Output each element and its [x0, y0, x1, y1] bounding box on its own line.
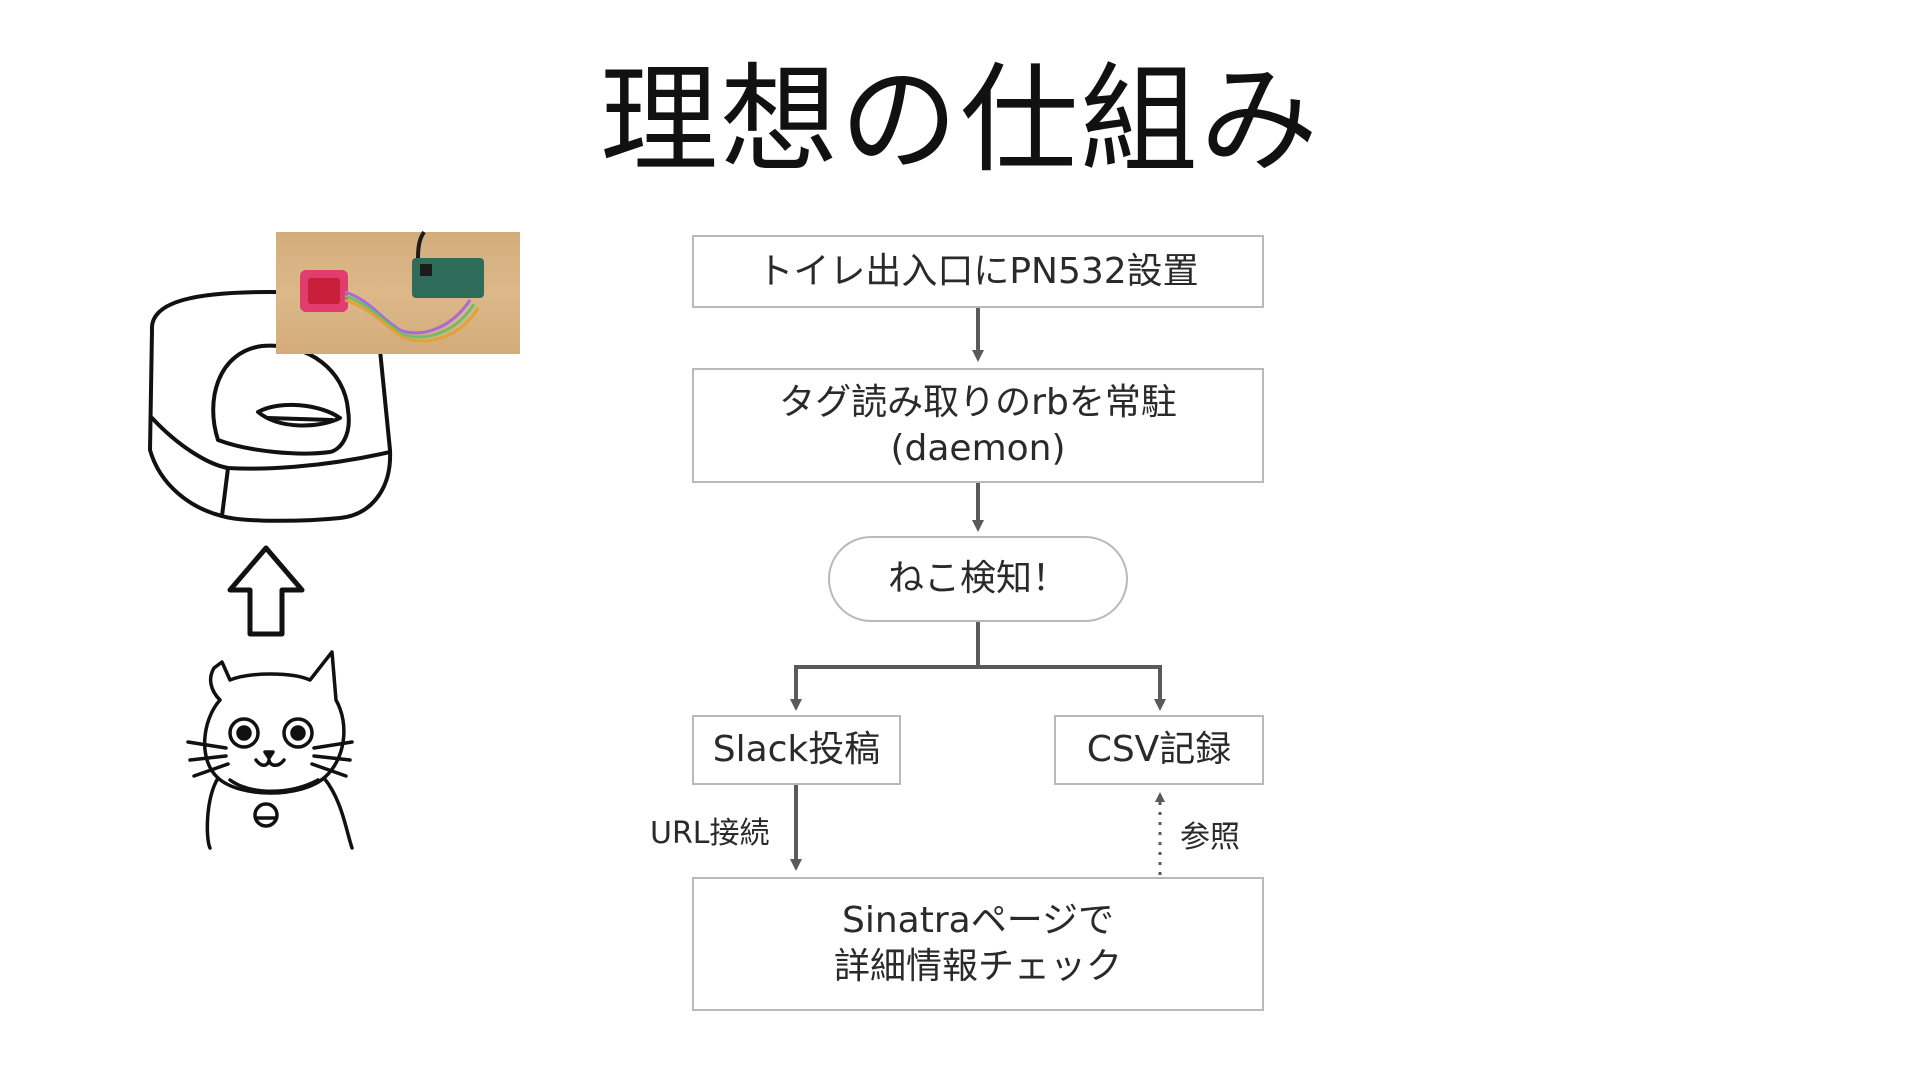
cat-detected-label: ねこ検知！ [888, 556, 1068, 602]
up-arrow-icon [230, 548, 302, 634]
csv-record-label: CSV記録 [1087, 727, 1232, 773]
step-reader-label: タグ読み取りのrbを常駐 [779, 380, 1177, 426]
step-reader-daemon: タグ読み取りのrbを常駐 (daemon) [692, 368, 1264, 483]
slack-post-label: Slack投稿 [713, 727, 881, 773]
edge-label-ref: 参照 [1180, 812, 1240, 856]
step-daemon-label: (daemon) [890, 426, 1065, 472]
sinatra-page-node: Sinatraページで 詳細情報チェック [692, 877, 1264, 1011]
hardware-photo [276, 232, 520, 354]
edge-label-url: URL接続 [650, 808, 770, 852]
sinatra-page-label: Sinatraページで [842, 898, 1114, 944]
cat-detected-node: ねこ検知！ [828, 536, 1128, 622]
step-pn532-install: トイレ出入口にPN532設置 [692, 235, 1264, 308]
csv-record-node: CSV記録 [1054, 715, 1264, 785]
detail-check-label: 詳細情報チェック [834, 944, 1122, 990]
step-pn532-label: トイレ出入口にPN532設置 [757, 249, 1198, 295]
slack-post-node: Slack投稿 [692, 715, 901, 785]
cat-icon [188, 652, 352, 848]
